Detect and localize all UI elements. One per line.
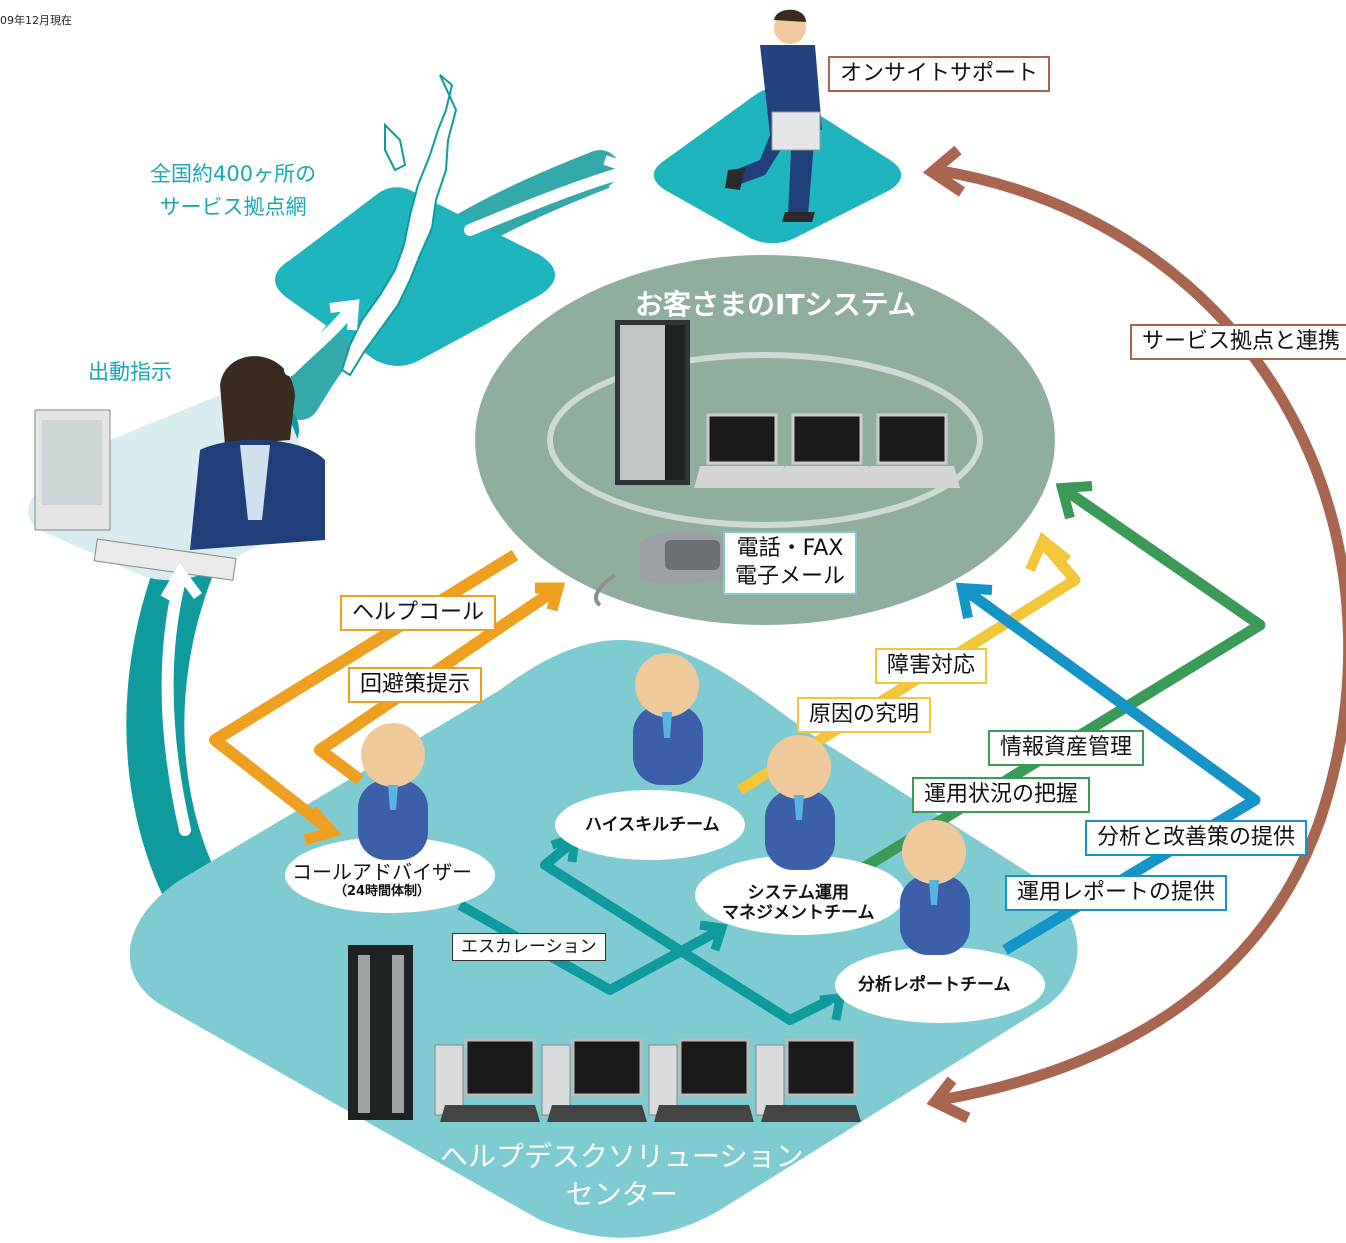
center-title-line2: センター <box>565 1178 678 1211</box>
center-server-icon <box>348 945 413 1120</box>
sys-mgmt-person <box>765 735 835 870</box>
date-note: 09年12月現在 <box>0 14 72 27</box>
sys-mgmt-line1: システム運用 <box>747 883 850 903</box>
sys-mgmt-line2: マネジメントチーム <box>722 903 875 923</box>
sys-mgmt-ellipse <box>695 855 905 935</box>
service-network-line1: 全国約400ヶ所の <box>150 162 317 186</box>
analysis-person <box>900 820 970 955</box>
laptop-icon-2 <box>779 413 875 488</box>
service-network-label: 全国約400ヶ所の サービス拠点網 <box>150 158 316 224</box>
japan-map <box>340 74 458 377</box>
center-title-line1: ヘルプデスクソリューション <box>440 1140 804 1173</box>
call-advisor-person <box>358 723 428 860</box>
analysis-team-ellipse <box>835 947 1045 1023</box>
fault-response-label: 障害対応 <box>875 648 988 684</box>
operator-monitor-icon <box>34 409 237 581</box>
network-arrow-1 <box>284 304 356 376</box>
call-advisor-ellipse <box>285 837 495 913</box>
email-line: 電子メール <box>735 564 846 589</box>
server-icon <box>615 320 690 485</box>
operator-woman <box>190 356 325 550</box>
call-advisor-hours: （24時間体制） <box>333 884 431 899</box>
analysis-improve-label: 分析と改善策の提供 <box>1085 820 1308 856</box>
high-skill-person <box>633 653 703 785</box>
laptop-icon-1 <box>694 413 790 488</box>
onsite-businessman <box>725 9 822 222</box>
network-arrow-2 <box>464 166 631 236</box>
service-network-line2: サービス拠点網 <box>159 195 307 219</box>
customer-system-ring <box>547 352 983 528</box>
phone-fax-line: 電話・FAX <box>736 536 844 561</box>
ops-status-label: 運用状況の把握 <box>912 777 1091 813</box>
telephone-icon <box>594 530 735 607</box>
sys-mgmt-team-name: システム運用 マネジメントチーム <box>722 883 875 923</box>
onsite-support-label: オンサイトサポート <box>828 56 1051 92</box>
workstation-icon-2 <box>541 1038 647 1122</box>
workstation-icon-4 <box>755 1038 861 1122</box>
high-skill-ellipse <box>555 790 745 860</box>
service-link-label: サービス拠点と連携 <box>1130 324 1346 360</box>
escalation-label: エスカレーション <box>452 933 606 961</box>
workstation-icon-3 <box>648 1038 754 1122</box>
info-asset-label: 情報資産管理 <box>988 730 1145 766</box>
customer-system-title: お客さまのITシステム <box>635 288 916 321</box>
call-advisor-name: コールアドバイザー （24時間体制） <box>292 862 472 902</box>
helpdesk-center-title: ヘルプデスクソリューション センター <box>440 1138 803 1214</box>
analysis-team-name: 分析レポートチーム <box>858 975 1011 995</box>
phone-fax-email-label: 電話・FAX 電子メール <box>723 531 858 595</box>
workstation-icon-1 <box>434 1038 540 1122</box>
root-cause-label: 原因の究明 <box>797 697 932 733</box>
help-call-label: ヘルプコール <box>340 595 497 631</box>
call-advisor-title: コールアドバイザー <box>292 860 472 884</box>
workaround-label: 回避策提示 <box>348 667 483 703</box>
dispatch-arrow <box>161 574 191 836</box>
onsite-platform <box>653 88 902 244</box>
high-skill-team-name: ハイスキルチーム <box>585 815 720 835</box>
ops-report-label: 運用レポートの提供 <box>1005 875 1228 911</box>
workaround-arrow <box>314 585 559 785</box>
dispatch-label: 出動指示 <box>88 360 172 384</box>
escalation-arrow-2 <box>540 836 833 1025</box>
laptop-icon-3 <box>864 413 960 488</box>
service-link-arc <box>934 164 1346 1106</box>
